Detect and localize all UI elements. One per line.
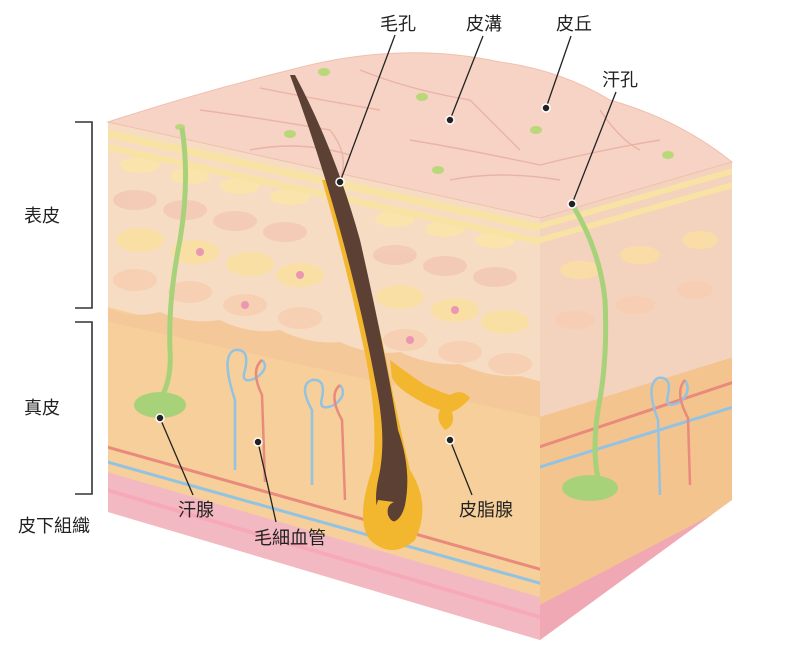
- side-face: [540, 162, 732, 640]
- label-sweat-pore: 汗孔: [602, 70, 638, 91]
- label-sebaceous-gland: 皮脂腺: [459, 500, 513, 521]
- label-subcutis: 皮下組織: [18, 516, 90, 537]
- sweat-gland-front: [134, 392, 186, 418]
- sweat-duct-side: [569, 202, 609, 479]
- capillary-loops: [226, 348, 692, 501]
- epidermis-cells: [113, 157, 532, 375]
- label-epidermis: 表皮: [24, 206, 60, 227]
- skin-surface: [106, 52, 734, 219]
- label-pore: 毛孔: [380, 14, 416, 35]
- label-leaders: [155, 34, 617, 523]
- label-sulcus: 皮溝: [466, 14, 502, 35]
- skin-furrows: [199, 69, 661, 181]
- label-sweat-gland: 汗腺: [178, 500, 214, 521]
- layer-brackets: [75, 121, 93, 495]
- hair-bulb: [375, 500, 400, 533]
- sweat-gland-side: [562, 475, 618, 501]
- hair-shaft: [290, 75, 408, 523]
- label-capillary: 毛細血管: [254, 528, 326, 549]
- label-crista: 皮丘: [556, 14, 592, 35]
- label-dermis: 真皮: [24, 398, 60, 419]
- sebaceous-gland: [390, 360, 470, 430]
- sweat-duct-front: [157, 127, 189, 402]
